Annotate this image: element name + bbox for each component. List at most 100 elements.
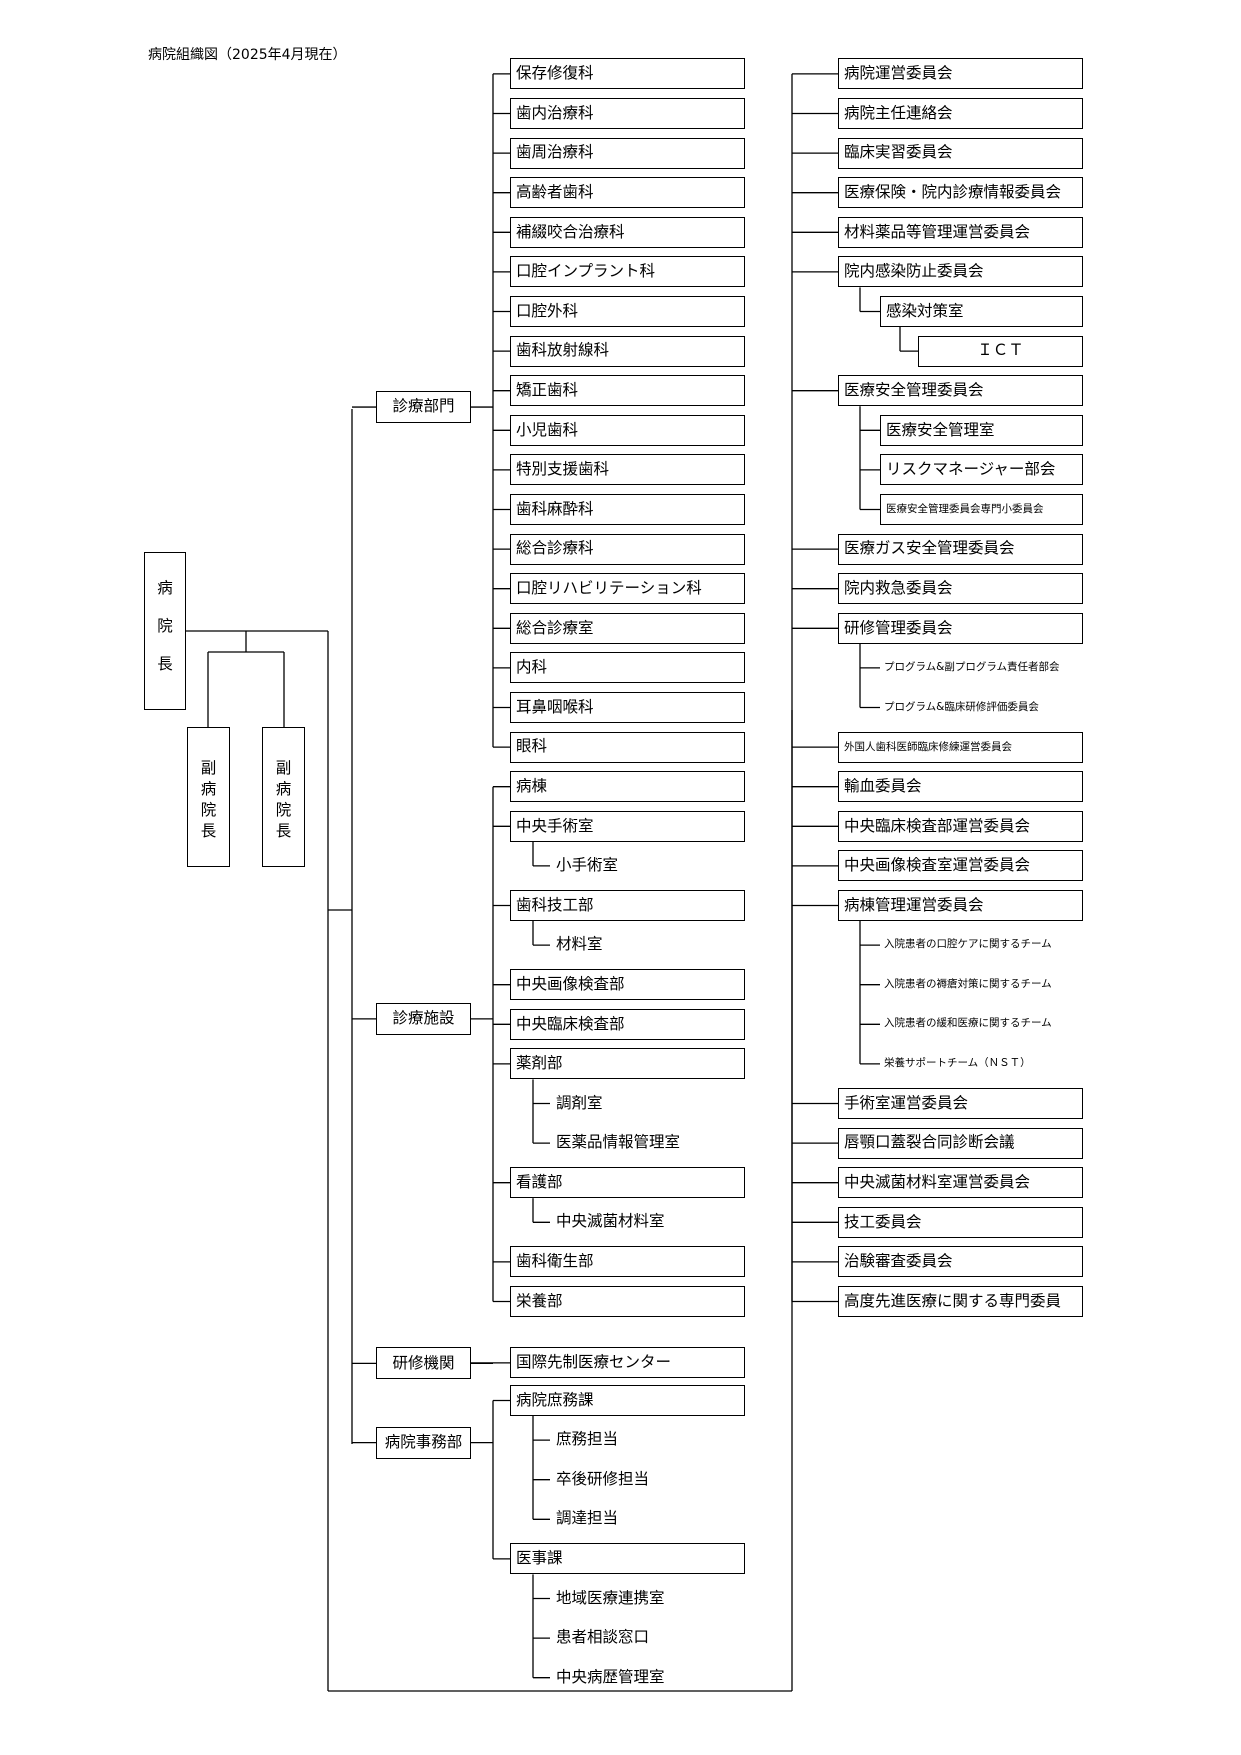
institute-box: 国際先制医療センター	[510, 1347, 745, 1379]
vertical-char: 副	[200, 759, 217, 777]
committee-box: 病院主任連絡会	[838, 98, 1083, 129]
box-label: 臨床実習委員会	[844, 143, 953, 162]
box-label: 診療施設	[392, 1009, 455, 1028]
page-title: 病院組織図（2025年4月現在）	[148, 47, 347, 63]
division-box: 病院事務部	[376, 1426, 471, 1459]
box-label: 感染対策室	[886, 301, 964, 320]
vertical-char: 病	[275, 780, 292, 798]
box-label: 院内感染防止委員会	[844, 262, 984, 281]
box-label: 国際先制医療センター	[516, 1353, 672, 1372]
committee-box: 医療保険・院内診療情報委員会	[838, 177, 1083, 209]
committee-box: 中央臨床検査部運営委員会	[838, 810, 1083, 842]
sub-unit-label: 患者相談窓口	[556, 1628, 650, 1647]
committee-box: 治験審査委員会	[838, 1246, 1083, 1278]
box-label: 材料薬品等管理運営委員会	[844, 222, 1031, 241]
box-label: ＩＣＴ	[977, 341, 1024, 360]
department-box: 眼科	[510, 731, 745, 763]
vertical-char: 院	[200, 801, 217, 819]
box-label: 研修管理委員会	[844, 618, 953, 637]
box-label: 歯科技工部	[516, 895, 594, 914]
team-label: 入院患者の褥瘡対策に関するチーム	[884, 977, 1052, 990]
division-box: 研修機関	[376, 1347, 471, 1380]
committee-box: 唇顎口蓋裂合同診断会議	[838, 1127, 1083, 1159]
department-box: 小児歯科	[510, 414, 745, 446]
sub-unit-label: 調剤室	[556, 1093, 603, 1112]
department-box: 耳鼻咽喉科	[510, 692, 745, 723]
department-box: 歯周治療科	[510, 137, 745, 169]
box-label: 歯周治療科	[516, 143, 594, 162]
committee-box: 外国人歯科医師臨床修練運営委員会	[838, 731, 1083, 763]
department-box: 総合診療室	[510, 612, 745, 644]
committee-box: 病院運営委員会	[838, 58, 1083, 90]
team-label: 入院患者の口腔ケアに関するチーム	[884, 938, 1052, 951]
box-label: 歯科衛生部	[516, 1252, 594, 1271]
box-label: 中央画像検査部	[516, 974, 625, 993]
department-box: 保存修復科	[510, 58, 745, 90]
sub-unit-label: 中央病歴管理室	[556, 1667, 665, 1686]
department-box: 口腔インプラント科	[510, 256, 745, 288]
committee-box: 中央滅菌材料室運営委員会	[838, 1167, 1083, 1199]
box-label: 保存修復科	[516, 64, 594, 83]
box-label: 歯内治療科	[516, 103, 594, 122]
box-label: 治験審査委員会	[844, 1252, 953, 1271]
committee-box: 手術室運営委員会	[838, 1088, 1083, 1119]
box-label: 薬剤部	[516, 1054, 563, 1073]
department-box: 補綴咬合治療科	[510, 216, 745, 248]
box-label: 中央手術室	[516, 816, 594, 835]
box-label: 病院主任連絡会	[844, 103, 953, 122]
committee-box: 研修管理委員会	[838, 612, 1083, 644]
team-label: 栄養サポートチーム（ＮＳＴ）	[884, 1056, 1031, 1069]
committee-box: 材料薬品等管理運営委員会	[838, 216, 1083, 248]
sub-unit-label: 庶務担当	[556, 1430, 619, 1449]
box-label: 総合診療室	[516, 618, 594, 637]
box-label: 中央画像検査室運営委員会	[844, 856, 1031, 875]
box-label: 高齢者歯科	[516, 182, 594, 201]
sub-committee-box: ＩＣＴ	[918, 335, 1083, 367]
box-label: 総合診療科	[516, 539, 594, 558]
box-label: 病院事務部	[384, 1432, 463, 1451]
division-box: 診療施設	[376, 1002, 471, 1035]
vertical-char: 副	[275, 759, 292, 777]
department-box: 特別支援歯科	[510, 454, 745, 486]
committee-box: 病棟管理運営委員会	[838, 890, 1083, 921]
box-label: 高度先進医療に関する専門委員	[844, 1291, 1062, 1310]
team-label: 入院患者の緩和医療に関するチーム	[884, 1017, 1052, 1030]
admin-section-box: 病院庶務課	[510, 1385, 745, 1416]
box-label: 病棟	[516, 776, 548, 795]
committee-box: 臨床実習委員会	[838, 137, 1083, 169]
box-label: 口腔リハビリテーション科	[516, 578, 702, 597]
facility-box: 病棟	[510, 771, 745, 803]
facility-box: 薬剤部	[510, 1048, 745, 1080]
department-box: 総合診療科	[510, 533, 745, 565]
vertical-char: 院	[157, 617, 173, 635]
box-label: 矯正歯科	[516, 380, 579, 399]
box-label: 病棟管理運営委員会	[844, 895, 984, 914]
box-label: 診療部門	[392, 397, 455, 416]
box-label: 医療ガス安全管理委員会	[844, 539, 1015, 558]
sub-unit-label: 医薬品情報管理室	[556, 1133, 681, 1152]
vertical-char: 病	[157, 579, 173, 597]
box-label: 外国人歯科医師臨床修練運営委員会	[844, 740, 1012, 753]
committee-box: 院内感染防止委員会	[838, 256, 1083, 288]
vertical-char: 院	[275, 801, 292, 819]
box-label: 中央滅菌材料室運営委員会	[844, 1172, 1031, 1191]
committee-box: 中央画像検査室運営委員会	[838, 850, 1083, 882]
box-label: 研修機関	[392, 1353, 455, 1372]
box-label: 医事課	[516, 1549, 563, 1568]
vice-director-box: 副病院長	[262, 727, 305, 867]
facility-box: 看護部	[510, 1167, 745, 1199]
department-box: 歯科放射線科	[510, 335, 745, 367]
facility-box: 歯科衛生部	[510, 1246, 745, 1278]
box-label: 技工委員会	[844, 1212, 922, 1231]
box-label: 小児歯科	[516, 420, 579, 439]
box-label: 医療安全管理室	[886, 420, 995, 439]
box-label: 耳鼻咽喉科	[516, 697, 594, 716]
department-box: 歯科麻酔科	[510, 494, 745, 525]
sub-unit-label: 材料室	[556, 935, 603, 954]
box-label: 手術室運営委員会	[844, 1093, 969, 1112]
vertical-char: 長	[200, 822, 217, 840]
vertical-char: 長	[275, 822, 292, 840]
box-label: 特別支援歯科	[516, 460, 610, 479]
committee-box: 輸血委員会	[838, 771, 1083, 803]
